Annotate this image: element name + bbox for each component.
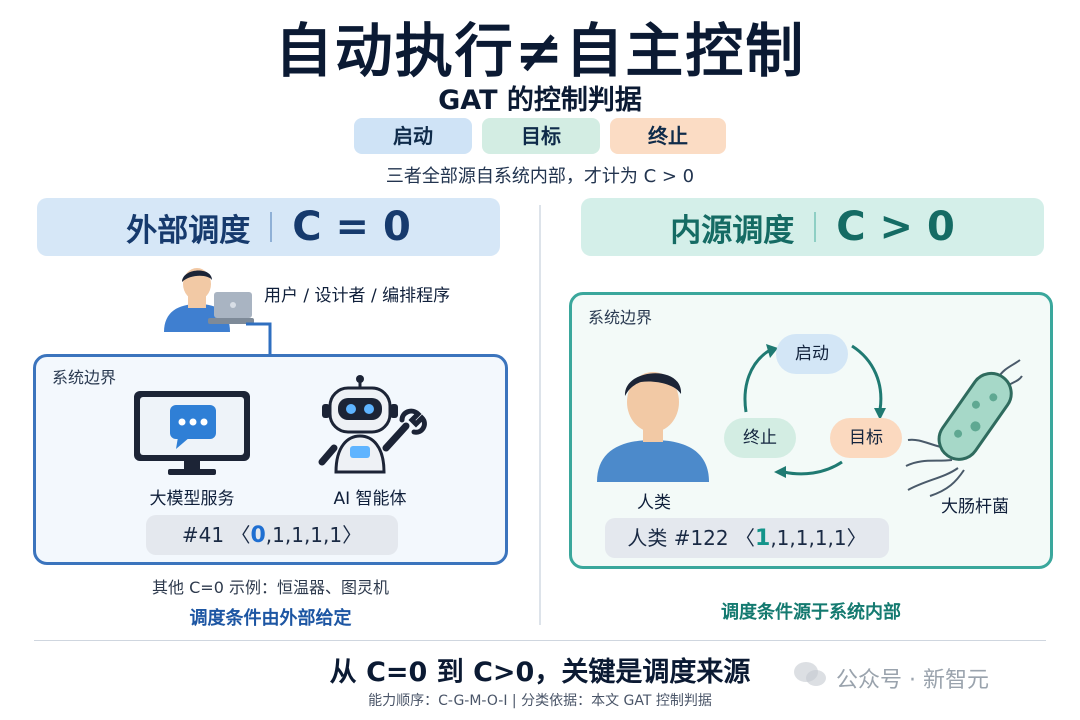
bottom-title: 从 C=0 到 C>0，关键是调度来源 [329, 657, 751, 688]
pill-goal: 目标 [482, 118, 600, 154]
pill-start: 启动 [354, 118, 472, 154]
left-header-formula: C = 0 [292, 204, 411, 250]
watermark-text: 公众号 · 新智元 [836, 668, 989, 693]
human-icon [597, 372, 709, 482]
bacteria-label: 大肠杆菌 [941, 497, 1009, 517]
left-code-pill: #41 〈0,1,1,1,1〉 [146, 515, 398, 555]
monitor-chat-icon [134, 391, 250, 475]
right-code-prefix: 人类 #122 〈 [627, 526, 755, 550]
horizontal-divider [34, 640, 1046, 641]
right-header: 内源调度 C > 0 [581, 198, 1044, 256]
bacteria-icon [905, 359, 1023, 497]
vertical-divider [539, 205, 541, 625]
main-title: 自动执行≠自主控制 [274, 17, 806, 85]
left-header-text: 外部调度 [126, 212, 251, 249]
condition-note: 三者全部源自系统内部，才计为 C > 0 [385, 166, 695, 187]
right-header-formula: C > 0 [836, 204, 955, 250]
left-code-prefix: #41 〈 [181, 523, 251, 547]
right-boundary-label: 系统边界 [588, 308, 653, 327]
right-code-rest: ,1,1,1,1〉 [770, 526, 867, 550]
llm-service-label: 大模型服务 [149, 489, 235, 509]
cycle-stop: 终止 [724, 418, 796, 458]
right-conclusion: 调度条件源于系统内部 [721, 602, 901, 623]
robot-agent-icon [318, 375, 427, 474]
human-label: 人类 [637, 493, 671, 513]
left-system-boundary [33, 354, 508, 565]
left-code-rest: ,1,1,1,1〉 [265, 523, 363, 547]
wechat-watermark-icon [794, 662, 826, 686]
right-header-separator [814, 212, 817, 242]
actor-label: 用户 / 设计者 / 编排程序 [264, 286, 451, 306]
right-code-pill: 人类 #122 〈1,1,1,1,1〉 [605, 518, 889, 558]
right-header-text: 内源调度 [670, 212, 795, 249]
left-conclusion: 调度条件由外部给定 [189, 608, 352, 629]
left-footnote: 其他 C=0 示例：恒温器、图灵机 [152, 578, 389, 597]
bottom-note: 能力顺序：C-G-M-O-I | 分类依据：本文 GAT 控制判据 [368, 693, 712, 709]
left-header: 外部调度 C = 0 [37, 198, 500, 256]
cycle-start: 启动 [776, 334, 848, 374]
subtitle: GAT 的控制判据 [438, 85, 642, 116]
left-code-highlight: 0 [250, 523, 266, 548]
cycle-goal: 目标 [830, 418, 902, 458]
user-laptop-icon [164, 268, 254, 332]
right-code-highlight: 1 [755, 526, 771, 551]
left-boundary-label: 系统边界 [52, 368, 117, 387]
left-header-separator [270, 212, 273, 242]
ai-agent-label: AI 智能体 [333, 489, 407, 509]
cycle-arrows-icon [743, 344, 886, 478]
pill-stop: 终止 [610, 118, 726, 154]
